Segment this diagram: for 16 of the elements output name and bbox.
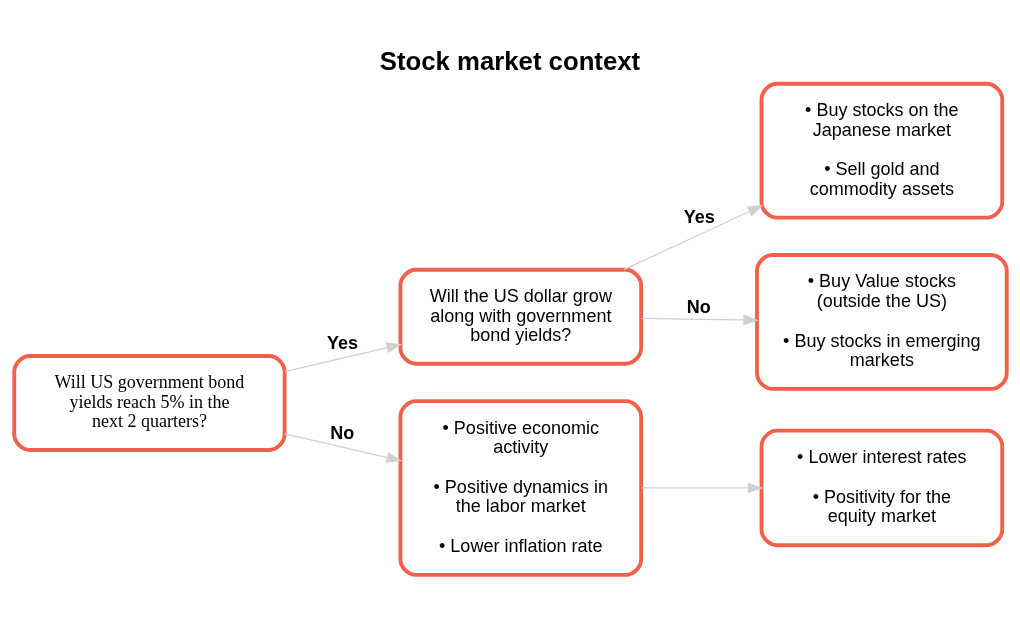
node-box: • Buy stocks on the Japanese market • Sell gold and commodity assets	[759, 81, 1004, 220]
edge-label: Yes	[683, 206, 715, 227]
node-box: • Lower interest rates • Positivity for the equity market	[759, 428, 1004, 547]
node-box: Will the US dollar grow along with government bond yields?	[398, 267, 643, 366]
arrow	[640, 482, 763, 493]
diagram-title: Stock market context	[379, 46, 640, 75]
node-box: Will US government bond yields reach 5% in the next 2 quarters?	[11, 353, 286, 452]
node-box: • Positive economic activity • Positive dynamics in the labor market • Lower inflation rate	[398, 398, 643, 577]
arrow	[640, 314, 759, 325]
arrow	[622, 204, 763, 270]
arrow	[283, 432, 402, 463]
node-box: • Buy Value stocks (outside the US) • Buy stocks in emerging markets	[754, 252, 1009, 391]
edge-label: No	[686, 296, 711, 317]
edge-label: Yes	[326, 332, 358, 353]
arrow	[283, 342, 402, 372]
edge-label: No	[329, 422, 354, 443]
